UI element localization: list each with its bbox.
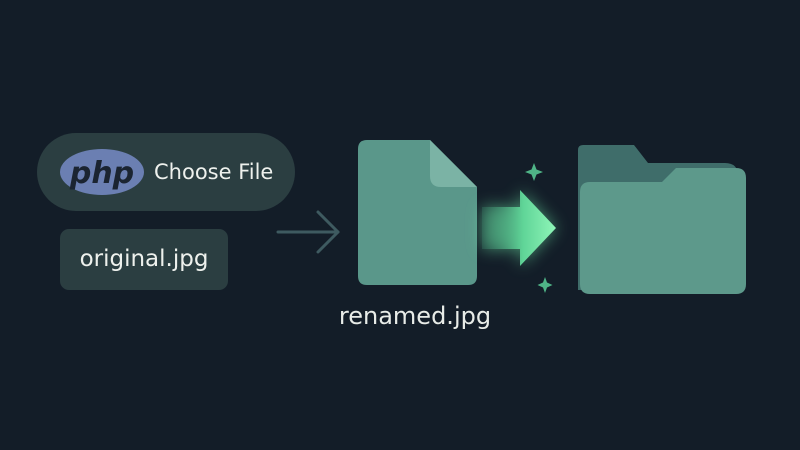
php-logo: php xyxy=(60,149,144,195)
sparkle-icon xyxy=(537,277,553,293)
sparkle-icon xyxy=(525,163,543,181)
glowing-arrow-icon xyxy=(482,190,556,266)
original-filename: original.jpg xyxy=(79,246,209,272)
folder-icon xyxy=(578,145,746,294)
file-document-icon xyxy=(358,140,477,285)
original-filename-box: original.jpg xyxy=(60,229,228,290)
arrow-right-icon xyxy=(276,210,340,254)
choose-file-label: Choose File xyxy=(154,160,274,184)
renamed-filename: renamed.jpg xyxy=(338,302,492,330)
choose-file-button[interactable]: php Choose File xyxy=(37,133,295,211)
php-logo-text: php xyxy=(69,156,134,191)
